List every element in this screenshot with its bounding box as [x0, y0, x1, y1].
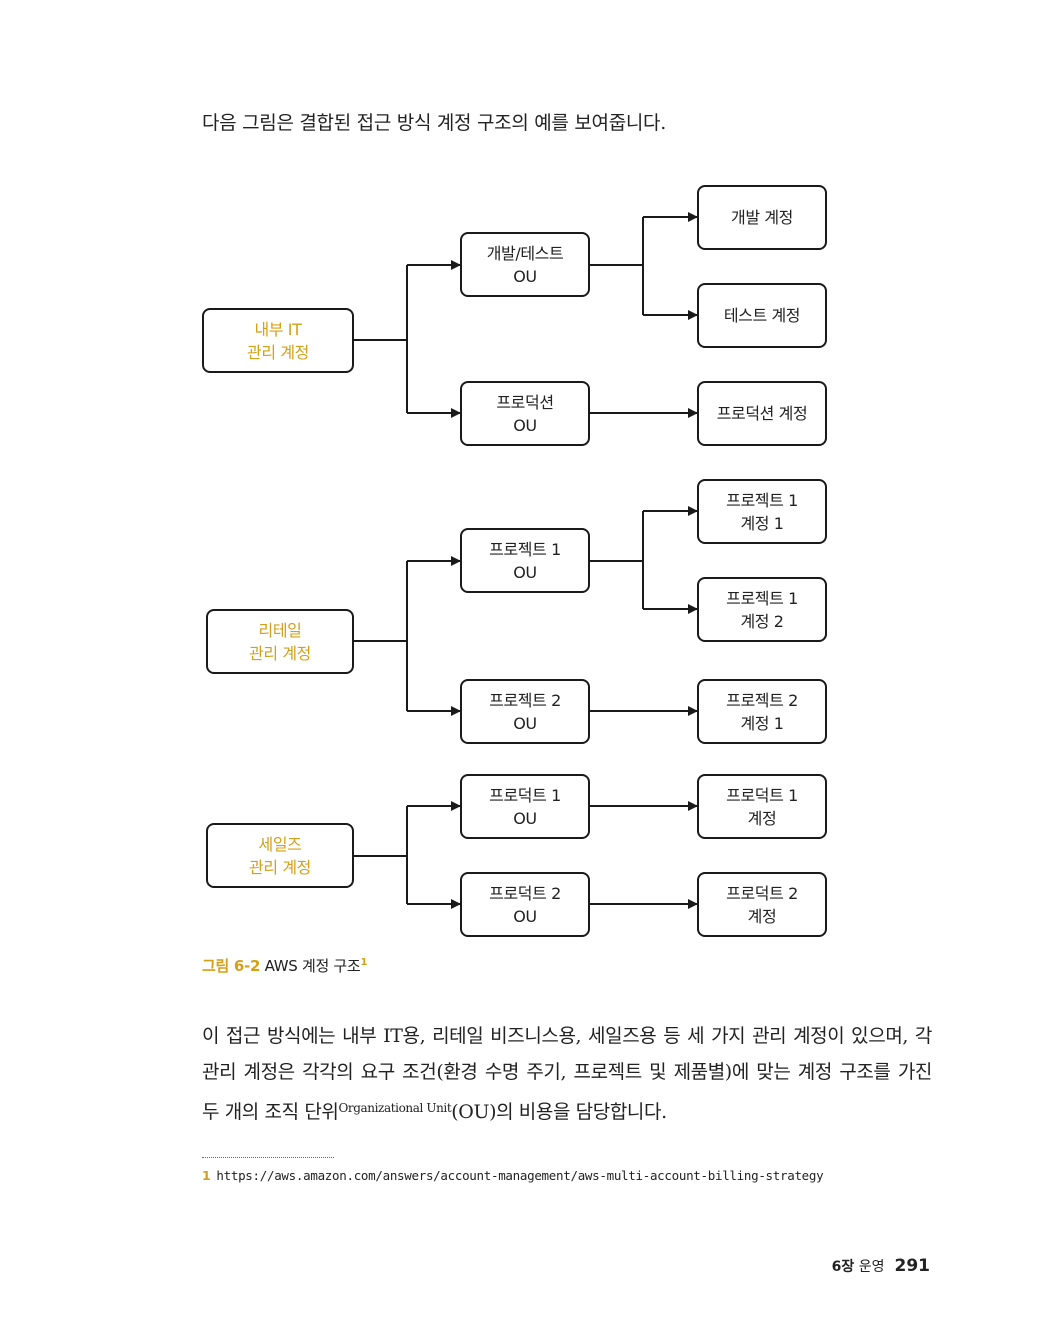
- account-product1: 프로덕트 1 계정: [697, 774, 827, 839]
- ou-product-2: 프로덕트 2 OU: [460, 872, 590, 937]
- box-line: 개발 계정: [731, 208, 793, 227]
- box-line: 계정 1: [740, 713, 784, 733]
- box-line: 계정: [747, 808, 777, 828]
- account-dev: 개발 계정: [697, 185, 827, 250]
- ou-project-1: 프로젝트 1 OU: [460, 528, 590, 593]
- box-line: 세일즈: [258, 834, 302, 854]
- footnote-number: 1: [202, 1168, 211, 1183]
- body-text-part2: (OU)의 비용을 담당합니다.: [451, 1101, 667, 1123]
- footnote-ref: 1: [360, 957, 368, 968]
- box-line: 프로젝트 1: [726, 588, 798, 608]
- box-line: OU: [513, 266, 537, 286]
- box-line: OU: [513, 713, 537, 733]
- chapter-label: 6장 운영: [832, 1259, 885, 1275]
- box-line: 계정: [747, 906, 777, 926]
- ou-production: 프로덕션 OU: [460, 381, 590, 446]
- box-line: 프로덕트 2: [489, 883, 561, 903]
- chapter-title: 운영: [854, 1259, 885, 1275]
- management-account-sales: 세일즈 관리 계정: [206, 823, 354, 888]
- box-line: 프로젝트 1: [489, 539, 561, 559]
- box-line: OU: [513, 906, 537, 926]
- body-text-part1: 이 접근 방식에는 내부 IT용, 리테일 비즈니스용, 세일즈용 등 세 가지…: [202, 1025, 932, 1123]
- box-line: 계정 1: [740, 513, 784, 533]
- intro-sentence: 다음 그림은 결합된 접근 방식 계정 구조의 예를 보여줍니다.: [202, 112, 666, 134]
- account-project1-1: 프로젝트 1 계정 1: [697, 479, 827, 544]
- ou-product-1: 프로덕트 1 OU: [460, 774, 590, 839]
- box-line: 계정 2: [740, 611, 784, 631]
- box-line: 프로젝트 2: [489, 690, 561, 710]
- box-line: 프로덕트 2: [726, 883, 798, 903]
- box-line: 프로젝트 2: [726, 690, 798, 710]
- account-project2-1: 프로젝트 2 계정 1: [697, 679, 827, 744]
- box-line: 개발/테스트: [486, 243, 564, 263]
- page-number: 291: [894, 1256, 931, 1276]
- box-line: OU: [513, 562, 537, 582]
- body-superscript: Organizational Unit: [338, 1101, 452, 1115]
- box-line: 관리 계정: [247, 342, 309, 362]
- account-product2: 프로덕트 2 계정: [697, 872, 827, 937]
- account-project1-2: 프로젝트 1 계정 2: [697, 577, 827, 642]
- account-test: 테스트 계정: [697, 283, 827, 348]
- box-line: OU: [513, 415, 537, 435]
- management-account-internal-it: 내부 IT 관리 계정: [202, 308, 354, 373]
- footnote-divider: [202, 1157, 334, 1158]
- box-line: 프로덕션 계정: [716, 404, 808, 423]
- box-line: 리테일: [258, 620, 302, 640]
- figure-title: AWS 계정 구조: [260, 957, 361, 975]
- box-line: 프로덕션: [496, 392, 554, 412]
- box-line: 내부 IT: [254, 319, 302, 339]
- box-line: 테스트 계정: [723, 306, 801, 325]
- box-line: 프로덕트 1: [726, 785, 798, 805]
- footnote-url[interactable]: https://aws.amazon.com/answers/account-m…: [216, 1168, 824, 1183]
- box-line: 관리 계정: [249, 643, 311, 663]
- box-line: 관리 계정: [249, 857, 311, 877]
- management-account-retail: 리테일 관리 계정: [206, 609, 354, 674]
- box-line: OU: [513, 808, 537, 828]
- ou-dev-test: 개발/테스트 OU: [460, 232, 590, 297]
- ou-project-2: 프로젝트 2 OU: [460, 679, 590, 744]
- body-paragraph: 이 접근 방식에는 내부 IT용, 리테일 비즈니스용, 세일즈용 등 세 가지…: [202, 1018, 932, 1130]
- figure-number: 그림 6-2: [202, 957, 261, 975]
- figure-caption: 그림 6-2 AWS 계정 구조1: [202, 955, 367, 976]
- connector-lines: [354, 212, 698, 909]
- box-line: 프로덕트 1: [489, 785, 561, 805]
- account-production: 프로덕션 계정: [697, 381, 827, 446]
- box-line: 프로젝트 1: [726, 490, 798, 510]
- chapter-number: 6장: [831, 1259, 855, 1275]
- page-footer: 6장 운영 291: [832, 1256, 930, 1276]
- footnote: 1 https://aws.amazon.com/answers/account-…: [202, 1168, 824, 1183]
